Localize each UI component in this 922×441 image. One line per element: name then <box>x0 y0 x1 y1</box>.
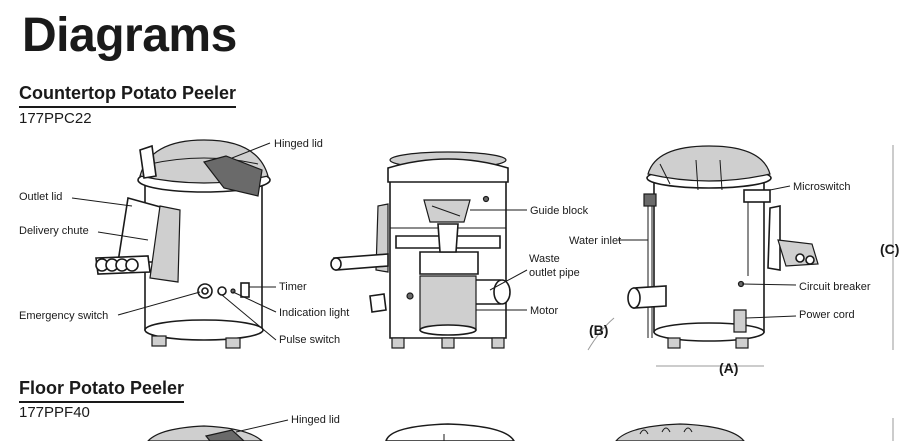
page-title: Diagrams <box>22 9 237 62</box>
label-guide-block: Guide block <box>530 205 589 217</box>
label-water-inlet: Water inlet <box>569 235 621 247</box>
label-motor: Motor <box>530 305 558 317</box>
dimension-label-b: (B) <box>589 322 608 338</box>
floor-front-view-illustration <box>385 423 515 441</box>
section-title-countertop: Countertop Potato Peeler <box>19 82 237 108</box>
model-number-floor: 177PPF40 <box>19 404 90 421</box>
label-delivery-chute: Delivery chute <box>19 225 89 237</box>
floor-side-view-illustration <box>147 425 263 441</box>
countertop-side-view-illustration <box>95 139 271 349</box>
label-floor-hinged-lid: Hinged lid <box>291 414 340 426</box>
label-waste-outlet-pipe-line2: outlet pipe <box>529 267 580 279</box>
countertop-rear-view-illustration <box>627 145 819 349</box>
dimension-label-a: (A) <box>719 360 738 376</box>
floor-rear-view-illustration <box>615 423 745 441</box>
label-hinged-lid: Hinged lid <box>274 138 323 150</box>
label-microswitch: Microswitch <box>793 181 850 193</box>
label-timer: Timer <box>279 281 307 293</box>
dimension-label-c: (C) <box>880 241 899 257</box>
label-pulse-switch: Pulse switch <box>279 334 340 346</box>
label-circuit-breaker: Circuit breaker <box>799 281 871 293</box>
label-outlet-lid: Outlet lid <box>19 191 62 203</box>
label-waste-outlet-pipe-line1: Waste <box>529 253 560 265</box>
section-title-floor: Floor Potato Peeler <box>19 377 185 403</box>
label-emergency-switch: Emergency switch <box>19 310 108 322</box>
countertop-front-view-illustration <box>330 151 511 349</box>
model-number-countertop: 177PPC22 <box>19 110 92 127</box>
label-indication-light: Indication light <box>279 307 349 319</box>
label-power-cord: Power cord <box>799 309 855 321</box>
